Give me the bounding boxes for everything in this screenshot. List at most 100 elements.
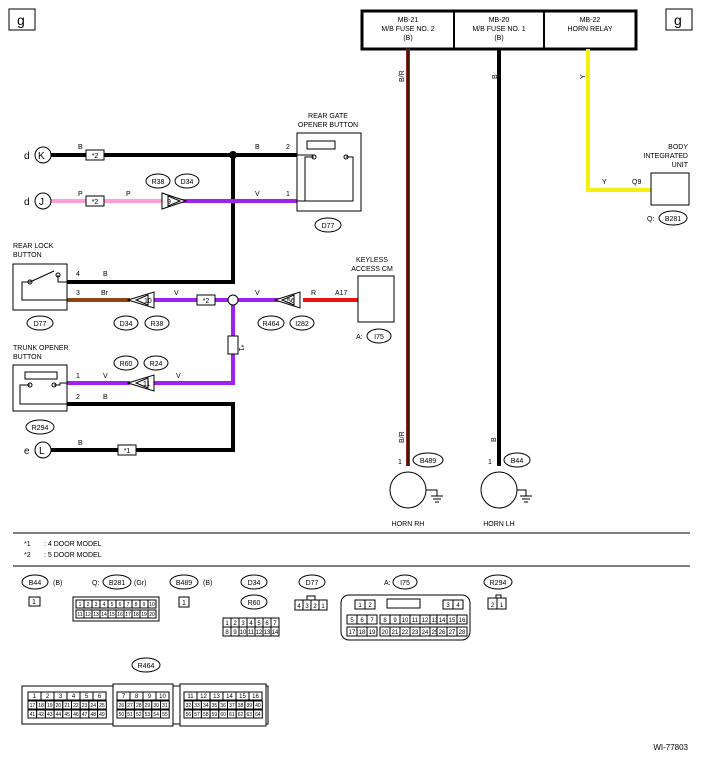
connector-pin-number: 54: [153, 712, 159, 718]
connector-pin-number: 35: [212, 703, 218, 709]
svg-text:R24: R24: [150, 361, 163, 368]
connector-pin-number: 16: [117, 612, 123, 618]
trunk-opener-button: TRUNK OPENER BUTTON 1 2 R294: [12, 345, 80, 435]
connector-pin-number: 43: [47, 712, 53, 718]
svg-text:1: 1: [32, 599, 36, 606]
svg-text:KEYLESS: KEYLESS: [356, 257, 388, 264]
connector-pin-number: 9: [393, 618, 397, 624]
svg-text:D34: D34: [181, 179, 194, 186]
svg-text:2: 2: [286, 144, 290, 151]
connector-pin-number: 53: [145, 712, 151, 718]
svg-text:D34: D34: [120, 321, 133, 328]
connector-pin-number: 39: [246, 703, 252, 709]
connector-pin-number: 24: [422, 630, 429, 636]
connector-pin-cell: [147, 599, 157, 609]
fuse-2-name: MB-20: [489, 17, 510, 24]
svg-text:B: B: [103, 394, 108, 401]
connector-pin-number: 26: [439, 630, 446, 636]
connector-pin-number: 38: [238, 703, 244, 709]
connector-pin-cell: [97, 709, 107, 719]
connector-pin-number: 27: [449, 630, 456, 636]
connector-pin-number: 14: [439, 618, 446, 624]
connector-pin-number: 19: [369, 630, 376, 636]
oval-r38a: R38: [145, 173, 171, 189]
connector-pin-number: 15: [449, 618, 456, 624]
svg-text:3: 3: [76, 290, 80, 297]
connector-pin-number: 2: [368, 603, 372, 609]
keyless-access-cm: KEYLESS ACCESS CM A17 A: I75: [335, 257, 395, 344]
connector-pin-number: 25: [99, 703, 105, 709]
svg-text:*2: *2: [24, 552, 31, 559]
svg-text:UNIT: UNIT: [672, 162, 689, 169]
connector-pin-number: 36: [220, 703, 226, 709]
svg-text:B/R: B/R: [399, 431, 406, 443]
connector-56: 56: [273, 291, 301, 309]
svg-text:Q9: Q9: [632, 179, 641, 186]
connector-pin-number: 24: [90, 703, 96, 709]
fuse-1-desc: M/B FUSE NO. 2: [381, 26, 434, 33]
svg-text:P: P: [78, 191, 83, 198]
svg-text:1: 1: [286, 191, 290, 198]
connector-pin-number: 7: [370, 618, 374, 624]
connector-pin-number: 59: [212, 712, 218, 718]
connector-pin-number: 62: [238, 712, 244, 718]
svg-text:V: V: [174, 290, 179, 297]
connector-pin-number: 8: [135, 694, 139, 700]
connector-pin-number: 6: [360, 618, 364, 624]
splice-circle: [227, 294, 239, 306]
oval-i282: I282: [289, 315, 315, 331]
connector-pin-number: 5: [350, 618, 354, 624]
connector-pin-number: 11: [412, 618, 419, 624]
svg-text:*2: *2: [203, 298, 210, 305]
svg-text:V: V: [255, 290, 260, 297]
connector-pin-number: 13: [213, 694, 220, 700]
connector-pin-cell: [318, 599, 328, 611]
oval-r464: R464: [257, 315, 285, 331]
connector-pin-number: 17: [30, 703, 36, 709]
connector-pin-number: 12: [256, 630, 263, 636]
connector-pin-number: 4: [249, 621, 253, 627]
connector-pin-number: 11: [77, 612, 82, 618]
svg-text:*2: *2: [92, 153, 99, 160]
fuse-header: MB-21 M/B FUSE NO. 2 (B) MB-20 M/B FUSE …: [360, 9, 638, 51]
junction-dot: [229, 151, 237, 159]
svg-text:I75: I75: [400, 580, 410, 587]
svg-text:R38: R38: [151, 321, 164, 328]
svg-text:R294: R294: [32, 425, 49, 432]
svg-text:R294: R294: [490, 580, 507, 587]
connector-pin-number: 18: [359, 630, 366, 636]
connector-pin-number: 17: [125, 612, 131, 618]
svg-text:B44: B44: [29, 580, 42, 587]
svg-text:10: 10: [144, 298, 152, 305]
connector-pin-number: 3: [95, 602, 98, 608]
svg-text:: 5 DOOR MODEL: : 5 DOOR MODEL: [44, 552, 102, 559]
svg-text:B489: B489: [176, 580, 192, 587]
connector-pin-number: 19: [47, 703, 53, 709]
svg-text:R464: R464: [138, 663, 155, 670]
connector-pin-number: 60: [220, 712, 226, 718]
svg-text:OPENER BUTTON: OPENER BUTTON: [298, 122, 358, 129]
fuse-2-box: (B): [494, 35, 503, 42]
connector-pin-number: 18: [38, 703, 44, 709]
svg-text:1: 1: [398, 459, 402, 466]
wire-rear-lock-black: [67, 155, 235, 284]
connector-pin-number: 20: [149, 612, 155, 618]
connector-pin-number: 4: [456, 603, 460, 609]
connector-pin-number: 23: [82, 703, 88, 709]
connector-pin-number: 8: [383, 618, 387, 624]
connector-pin-number: 9: [233, 630, 237, 636]
connector-pin-number: 1: [79, 602, 82, 608]
connector-pin-number: 10: [159, 694, 166, 700]
svg-text:B489: B489: [420, 458, 436, 465]
connector-pin-number: 45: [64, 712, 70, 718]
connector-pin-number: 2: [491, 603, 495, 609]
wires: [51, 49, 651, 466]
connector-pin-number: 63: [246, 712, 252, 718]
connector-pin-number: 15: [109, 612, 115, 618]
connector-pin-number: 9: [143, 602, 146, 608]
svg-text:11: 11: [143, 381, 150, 388]
connector-pin-number: 4: [103, 602, 106, 608]
